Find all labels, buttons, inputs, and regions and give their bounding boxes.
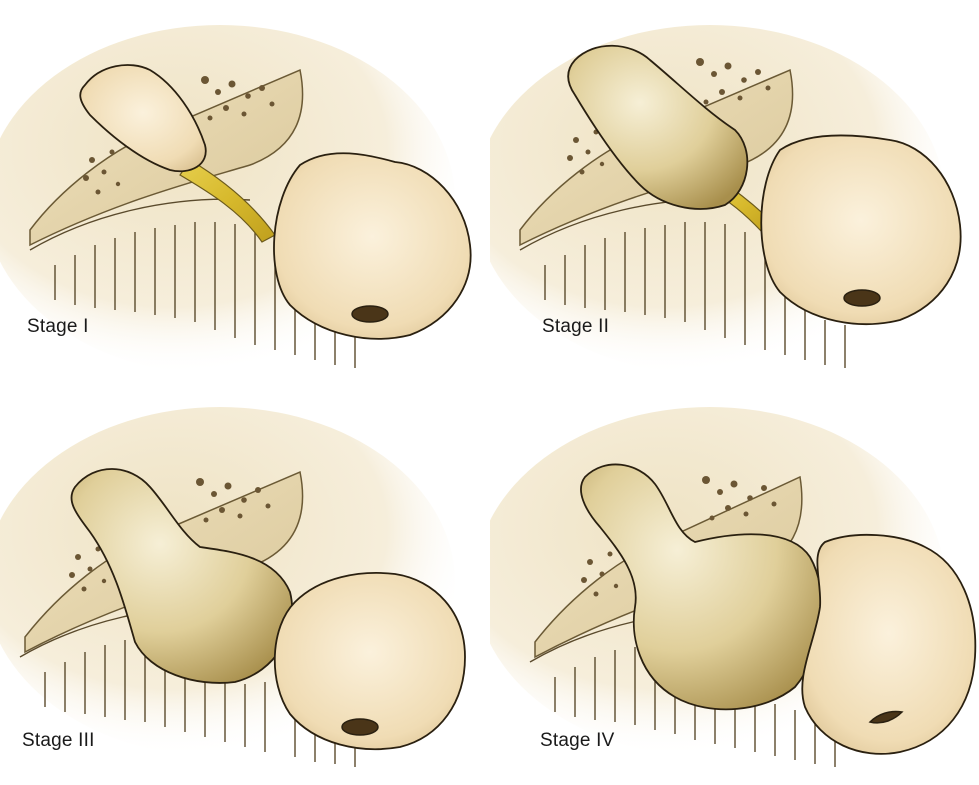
stage-3-panel: Stage III (0, 392, 490, 784)
fourth-ventricle (352, 306, 388, 322)
fourth-ventricle (342, 719, 378, 735)
stage-label: Stage III (22, 730, 95, 752)
fourth-ventricle (844, 290, 880, 306)
stage-label: Stage II (542, 316, 609, 338)
stage-3-illustration (0, 392, 490, 784)
stage-label: Stage I (27, 316, 89, 338)
stage-1-panel: Stage I (0, 0, 490, 392)
stage-2-panel: Stage II (490, 0, 979, 392)
stage-4-illustration (490, 392, 979, 784)
stage-label: Stage IV (540, 730, 614, 752)
stage-4-panel: Stage IV (490, 392, 979, 784)
